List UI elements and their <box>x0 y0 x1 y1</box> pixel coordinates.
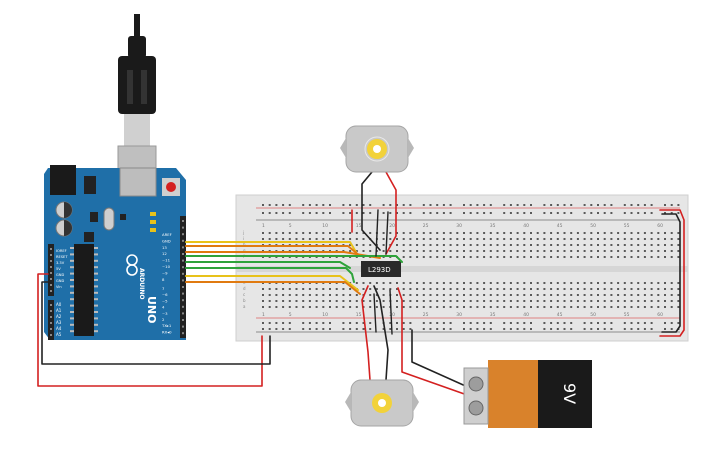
analog-header <box>48 300 54 340</box>
battery-label: 9V <box>560 383 579 404</box>
digital-pin-label: 4 <box>162 305 165 310</box>
row-letter: c <box>243 292 245 297</box>
chip-label: L293D <box>368 266 391 274</box>
column-number-bottom: 35 <box>490 312 496 318</box>
power-pin-label: RESET <box>56 255 68 259</box>
power-pin-label: 3.3V <box>56 261 65 265</box>
column-number-bottom: 10 <box>322 312 328 318</box>
power-pin-label: GND <box>56 279 64 283</box>
digital-pin-label: ~11 <box>162 258 171 263</box>
column-number-top: 40 <box>523 223 529 229</box>
power-header <box>48 244 54 296</box>
column-number-top: 30 <box>456 223 462 229</box>
digital-pin-label: 8 <box>162 277 165 282</box>
digital-pin-label: ~9 <box>162 270 168 275</box>
column-number-bottom: 55 <box>624 312 630 318</box>
column-number-bottom: 45 <box>557 312 563 318</box>
row-letter: a <box>243 304 246 309</box>
column-number-top: 1 <box>262 223 265 229</box>
analog-pin-label: A2 <box>56 314 62 319</box>
digital-pin-label: TX▸1 <box>161 323 172 328</box>
digital-pin-label: AREF <box>162 232 172 237</box>
power-pin-label: Vin <box>56 285 62 289</box>
arduino-model: UNO <box>145 296 158 324</box>
digital-pin-label: 13 <box>162 245 167 250</box>
atmega-chip <box>74 244 94 336</box>
arduino-brand: ARDUINO <box>138 268 145 299</box>
column-number-top: 25 <box>423 223 429 229</box>
power-jack <box>50 165 76 195</box>
usb-cable[interactable] <box>117 14 157 195</box>
column-number-bottom: 1 <box>262 312 265 318</box>
analog-pin-label: A1 <box>56 308 62 313</box>
column-number-top: 50 <box>590 223 596 229</box>
digital-pin-label: GND <box>162 238 171 243</box>
digital-pin-label: 2 <box>162 317 165 322</box>
battery-9v[interactable]: 9V <box>463 360 592 428</box>
row-letter: j <box>242 230 244 235</box>
dc-motor-bottom[interactable] <box>345 379 419 427</box>
column-number-bottom: 15 <box>356 312 362 318</box>
analog-pin-label: A3 <box>56 320 62 325</box>
column-number-bottom: 5 <box>289 312 292 318</box>
digital-pin-label: ~3 <box>162 311 168 316</box>
reset-button-cap[interactable] <box>166 182 176 192</box>
wires[interactable] <box>37 171 685 397</box>
analog-pin-label: A5 <box>56 332 62 337</box>
digital-pin-label: ~5 <box>162 298 168 303</box>
column-number-top: 35 <box>490 223 496 229</box>
digital-pin-label: ~10 <box>162 264 171 269</box>
column-number-bottom: 20 <box>389 312 395 318</box>
column-number-bottom: 25 <box>423 312 429 318</box>
column-number-bottom: 60 <box>657 312 663 318</box>
analog-pin-label: A4 <box>56 326 62 331</box>
digital-pin-label: 12 <box>162 251 167 256</box>
power-pin-label: 5V <box>56 267 61 271</box>
digital-pin-label: 7 <box>162 286 165 291</box>
row-letter: g <box>243 248 246 253</box>
row-letter: i <box>243 236 244 241</box>
row-letter: b <box>243 298 246 303</box>
column-number-bottom: 30 <box>456 312 462 318</box>
column-number-top: 20 <box>389 223 395 229</box>
row-letter: d <box>243 286 246 291</box>
column-number-bottom: 50 <box>590 312 596 318</box>
column-number-top: 55 <box>624 223 630 229</box>
digital-header <box>180 216 186 338</box>
column-number-top: 15 <box>356 223 362 229</box>
column-number-top: 45 <box>557 223 563 229</box>
analog-pin-label: A0 <box>56 302 62 307</box>
dc-motor-top[interactable] <box>340 125 414 173</box>
power-pin-label: IOREF <box>56 249 67 253</box>
digital-pin-label: RX◂0 <box>162 329 172 334</box>
l293d-chip[interactable]: L293D <box>361 261 401 277</box>
column-number-bottom: 40 <box>523 312 529 318</box>
column-number-top: 60 <box>657 223 663 229</box>
column-number-top: 5 <box>289 223 292 229</box>
digital-pin-label: ~6 <box>162 292 168 297</box>
column-number-top: 10 <box>322 223 328 229</box>
power-pin-label: GND <box>56 273 64 277</box>
row-letter: h <box>243 242 246 247</box>
